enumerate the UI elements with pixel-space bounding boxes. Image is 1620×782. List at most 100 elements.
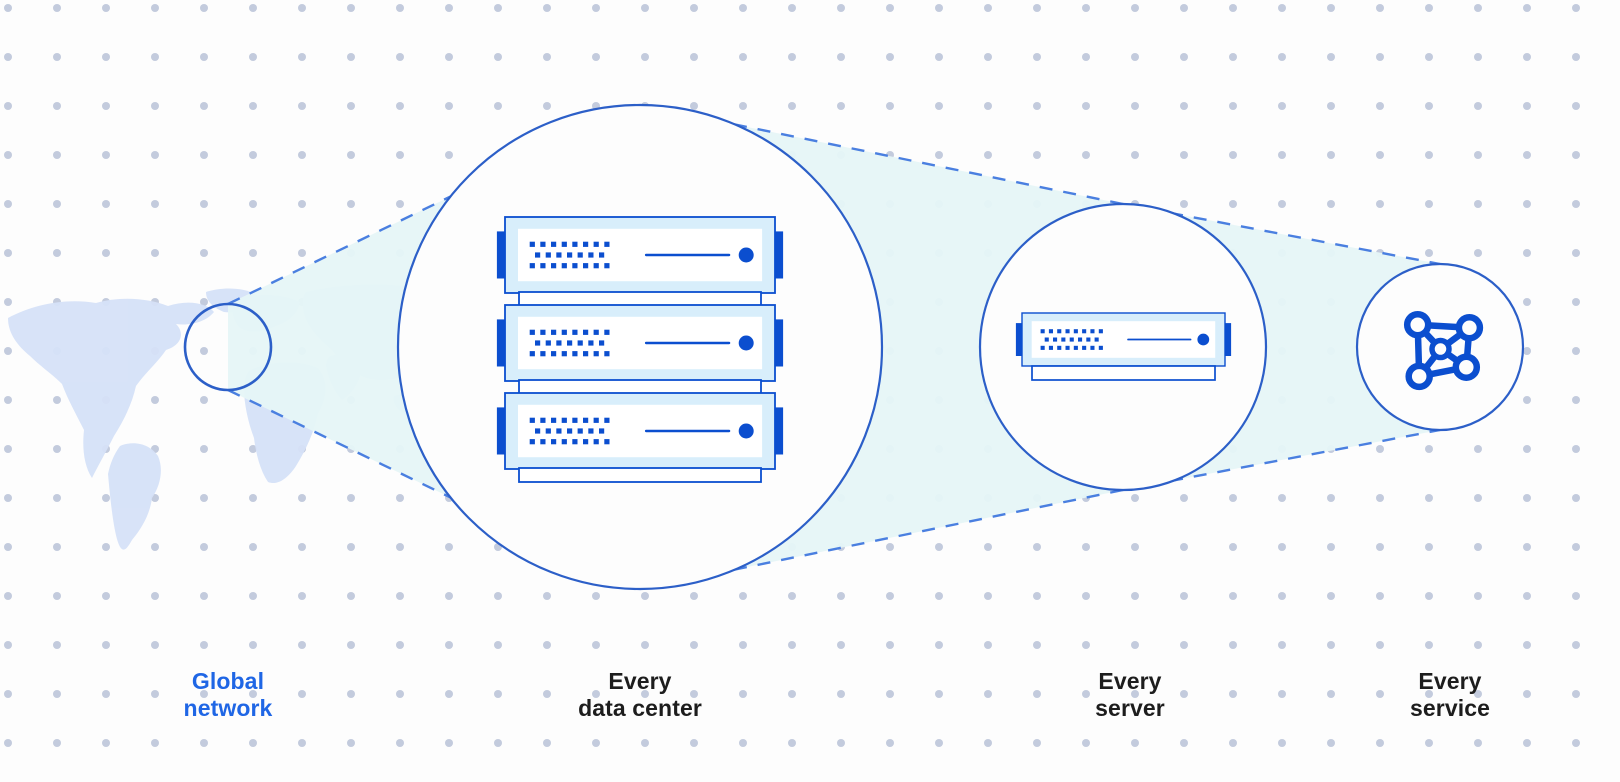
server-unit-1-vent-dot [599,252,605,258]
grid-dot [1278,690,1286,698]
service-node-ring [1355,262,1525,432]
grid-dot [1131,543,1139,551]
grid-dot [1082,53,1090,61]
grid-dot [200,494,208,502]
grid-dot [1082,592,1090,600]
grid-dot [102,592,110,600]
data-center-node-ring [396,103,884,591]
grid-dot [4,298,12,306]
server-unit-3-vent-dot [572,439,578,445]
single-server-unit-vent-dot [1082,329,1087,334]
grid-dot [641,690,649,698]
grid-dot [200,53,208,61]
grid-dot [151,4,159,12]
server-unit-1-vent-dot [529,263,535,269]
grid-dot [445,543,453,551]
grid-dot [1327,690,1335,698]
grid-dot [1278,4,1286,12]
single-server-base [1031,365,1216,381]
grid-dot [1572,200,1580,208]
grid-dot [1229,739,1237,747]
grid-dot [1278,592,1286,600]
server-unit-1-vent-dot [545,252,551,258]
grid-dot [396,102,404,110]
grid-dot [4,690,12,698]
server-unit-1-vent-dot [540,263,546,269]
grid-dot [739,102,747,110]
server-unit-2-vent-dot [561,351,567,357]
single-server-unit-vent-dot [1094,337,1099,342]
grid-dot [396,641,404,649]
grid-dot [1425,641,1433,649]
grid-dot [1523,396,1531,404]
grid-dot [1572,445,1580,453]
grid-dot [298,739,306,747]
grid-dot [1327,4,1335,12]
grid-dot [1033,4,1041,12]
grid-dot [1572,4,1580,12]
grid-dot [1425,200,1433,208]
grid-dot [249,739,257,747]
server-unit-2-vent-dot [556,340,562,346]
network-graph-icon [1403,310,1484,391]
grid-dot [4,445,12,453]
grid-dot [935,543,943,551]
server-unit-3-vent-dot [529,439,535,445]
grid-dot [1523,494,1531,502]
grid-dot [641,739,649,747]
single-server-icon [1015,312,1232,381]
single-server-unit-vent-dot [1061,337,1066,342]
single-server-unit-vent-dot [1078,337,1083,342]
grid-dot [347,151,355,159]
grid-dot [1278,739,1286,747]
grid-dot [1523,641,1531,649]
grid-dot [102,4,110,12]
server-unit-2-vent-dot [577,340,583,346]
grid-dot [200,641,208,649]
grid-dot [249,494,257,502]
grid-dot [788,641,796,649]
grid-dot [102,200,110,208]
grid-dot [4,200,12,208]
grid-dot [1523,4,1531,12]
server-unit-1-vent-dot [551,241,557,247]
grid-dot [1180,4,1188,12]
grid-dot [102,543,110,551]
server-unit-3-status-light-dot [738,423,754,439]
server-unit-1-vent-dot [572,263,578,269]
grid-dot [53,53,61,61]
grid-dot [935,739,943,747]
grid-dot [445,53,453,61]
grid-dot [1523,690,1531,698]
grid-dot [249,53,257,61]
grid-dot [1033,592,1041,600]
server-unit-1-vent-dot [561,263,567,269]
grid-dot [1278,102,1286,110]
grid-dot [1278,200,1286,208]
grid-dot [396,53,404,61]
grid-dot [1572,641,1580,649]
grid-dot [1376,102,1384,110]
grid-dot [4,53,12,61]
single-server-unit-vent-dot [1090,329,1095,334]
grid-dot [1425,4,1433,12]
grid-dot [641,592,649,600]
grid-dot [1033,690,1041,698]
grid-dot [886,690,894,698]
single-server-unit-vent-dot [1069,337,1074,342]
grid-dot [1033,102,1041,110]
grid-dot [837,4,845,12]
grid-dot [690,53,698,61]
label-global-network-line2: network [183,695,273,721]
grid-dot [298,494,306,502]
server-unit-3-vent-dot [556,428,562,434]
server-unit-1-vent-dot [561,241,567,247]
grid-dot [1131,641,1139,649]
server-unit-3-vent-dot [551,417,557,423]
grid-dot [1082,739,1090,747]
grid-dot [151,592,159,600]
grid-dot [249,102,257,110]
